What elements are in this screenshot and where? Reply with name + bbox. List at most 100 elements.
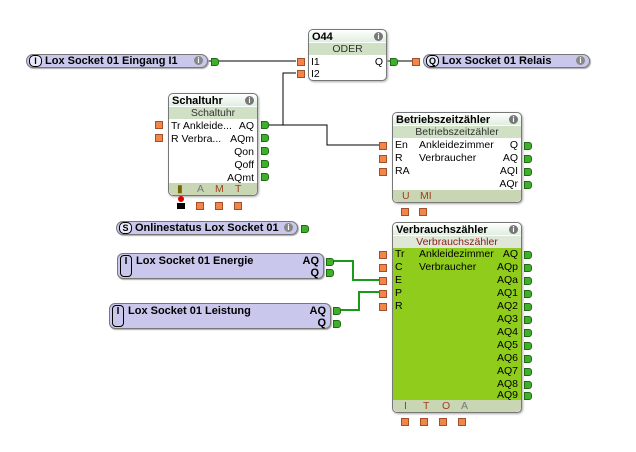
input-port[interactable]: [379, 264, 387, 272]
output-port[interactable]: [390, 58, 398, 66]
bottom-port[interactable]: [196, 202, 204, 210]
output-port[interactable]: [524, 264, 532, 272]
info-icon[interactable]: i: [509, 115, 518, 124]
block-schaltuhr[interactable]: Schaltuhr i Schaltuhr Tr Ankleide... R V…: [168, 93, 258, 196]
output-relais[interactable]: Q Lox Socket 01 Relais i: [423, 54, 590, 68]
output-port[interactable]: [524, 368, 532, 376]
output-port[interactable]: [524, 155, 532, 163]
input-energie[interactable]: I Lox Socket 01 Energie AQ Q: [117, 253, 324, 279]
block-title: O44: [312, 31, 333, 43]
output-pin: Q: [509, 139, 518, 151]
output-port[interactable]: [524, 277, 532, 285]
titlebar: [309, 30, 386, 42]
input-port[interactable]: [155, 134, 163, 142]
output-port[interactable]: [524, 142, 532, 150]
info-icon[interactable]: i: [374, 32, 383, 41]
output-port[interactable]: [524, 251, 532, 259]
output-port[interactable]: [333, 320, 341, 328]
bulb-icon: ▮: [177, 183, 183, 195]
block-description: Verbraucher: [419, 261, 477, 273]
info-icon[interactable]: i: [284, 223, 293, 232]
output-port[interactable]: [261, 160, 269, 168]
bottom-port[interactable]: [234, 202, 242, 210]
output-port[interactable]: [524, 392, 532, 400]
output-port[interactable]: [261, 121, 269, 129]
footer-pin: M: [215, 183, 224, 195]
output-pin: AQ5: [496, 339, 518, 351]
output-pin: AQ6: [496, 352, 518, 364]
input-label: Onlinestatus Lox Socket 01: [135, 222, 279, 234]
output-pin: AQ8: [496, 378, 518, 390]
input-port[interactable]: [379, 142, 387, 150]
output-pin: AQ1: [496, 287, 518, 299]
input-port[interactable]: [379, 277, 387, 285]
output-port[interactable]: [261, 147, 269, 155]
output-pin: AQ: [502, 248, 518, 260]
input-pin: R: [395, 152, 403, 164]
block-betriebszeitzaehler[interactable]: Betriebszeitzähler i Betriebszeitzähler …: [392, 112, 522, 203]
output-port[interactable]: [524, 342, 532, 350]
output-port[interactable]: [524, 290, 532, 298]
info-icon[interactable]: i: [509, 225, 518, 234]
output-port[interactable]: [261, 173, 269, 181]
footer-pin: T: [235, 183, 242, 195]
bottom-port[interactable]: [215, 202, 223, 210]
input-pin: En: [395, 139, 408, 151]
output-port[interactable]: [301, 225, 309, 233]
output-port[interactable]: [524, 381, 532, 389]
input-port[interactable]: [297, 58, 305, 66]
block-title: Schaltuhr: [172, 95, 223, 107]
output-port[interactable]: [524, 355, 532, 363]
output-pin: AQmt: [227, 172, 254, 184]
input-port[interactable]: [379, 303, 387, 311]
input-port[interactable]: [379, 290, 387, 298]
output-port[interactable]: [524, 303, 532, 311]
input-port[interactable]: [155, 121, 163, 129]
input-port[interactable]: [379, 168, 387, 176]
bottom-port[interactable]: [458, 418, 466, 426]
bottom-port[interactable]: [401, 418, 409, 426]
bottom-port[interactable]: [420, 418, 428, 426]
input-pin: I2: [311, 68, 320, 80]
input-onlinestatus[interactable]: S Onlinestatus Lox Socket 01 i: [116, 221, 298, 235]
input-eingang[interactable]: I Lox Socket 01 Eingang I1 i: [26, 54, 208, 68]
output-port[interactable]: [524, 329, 532, 337]
output-pin: AQ3: [496, 313, 518, 325]
block-verbrauchszaehler[interactable]: Verbrauchszähler i Verbrauchszähler Tr C…: [392, 222, 522, 413]
block-oder[interactable]: O44 i ODER I1 I2 Q: [308, 29, 387, 81]
titlebar: [393, 223, 521, 235]
output-pin: Q: [317, 317, 326, 329]
output-port[interactable]: [524, 181, 532, 189]
wire-leistung-verbrauch: [338, 291, 380, 311]
input-tag: I: [112, 305, 124, 327]
footer-pin: A: [461, 400, 469, 412]
input-port[interactable]: [379, 251, 387, 259]
bottom-port[interactable]: [439, 418, 447, 426]
footer-pin: O: [442, 400, 451, 412]
bottom-port-black[interactable]: [177, 203, 185, 209]
block-footer: ▮ A M T: [169, 183, 257, 195]
bottom-port[interactable]: [401, 208, 409, 216]
output-pin: Q: [374, 56, 383, 68]
input-port[interactable]: [379, 155, 387, 163]
output-port[interactable]: [326, 269, 334, 277]
info-icon[interactable]: i: [194, 56, 203, 65]
info-icon[interactable]: i: [245, 96, 254, 105]
output-port[interactable]: [211, 58, 219, 66]
input-port[interactable]: [297, 70, 305, 78]
footer-pin: A: [197, 183, 205, 195]
output-port[interactable]: [524, 316, 532, 324]
block-body: [393, 248, 521, 400]
output-port[interactable]: [333, 307, 341, 315]
block-type: ODER: [309, 43, 386, 55]
info-icon[interactable]: i: [576, 56, 585, 65]
output-port[interactable]: [326, 258, 334, 266]
output-port[interactable]: [261, 134, 269, 142]
output-pin: AQp: [496, 261, 518, 273]
bottom-port[interactable]: [419, 208, 427, 216]
output-pin: Qoff: [234, 159, 254, 171]
input-leistung[interactable]: I Lox Socket 01 Leistung AQ Q: [109, 303, 331, 329]
output-pin: AQI: [499, 165, 518, 177]
input-port[interactable]: [412, 58, 420, 66]
output-port[interactable]: [524, 168, 532, 176]
